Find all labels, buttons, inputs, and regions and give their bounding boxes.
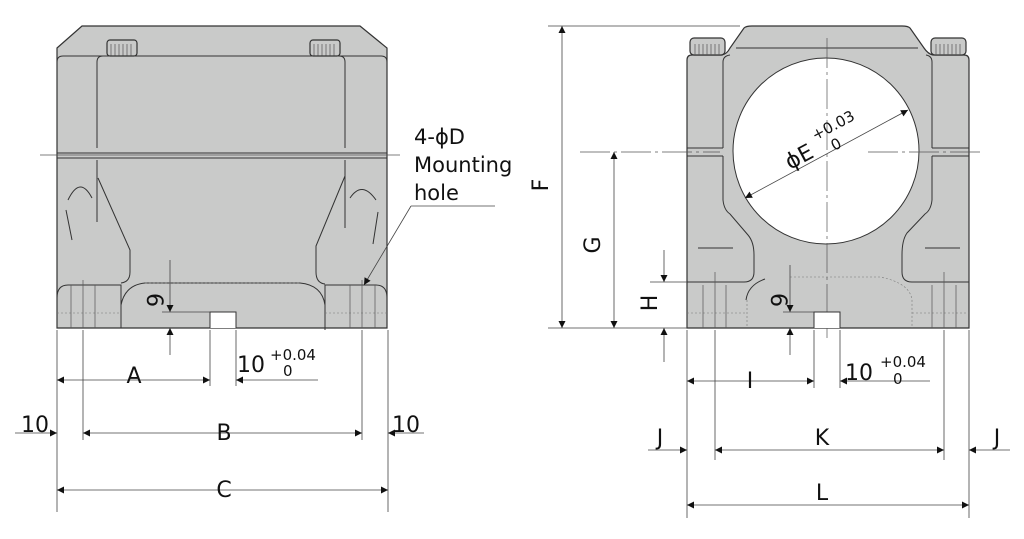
slot-tol-upper: +0.04 — [270, 346, 316, 364]
dim-k-label: K — [815, 426, 830, 451]
side-knurled-nut-right — [930, 37, 967, 56]
dim-b-label: B — [216, 421, 231, 446]
side-slot-tol-upper: +0.04 — [880, 353, 926, 371]
dim-edge-right-label: 10 — [392, 413, 420, 438]
dim-l-label: L — [816, 481, 829, 506]
dim-edge-left-label: 10 — [21, 413, 49, 438]
side-slot-tol-lower: 0 — [893, 370, 903, 388]
front-knurled-nut-left — [106, 39, 138, 57]
dim-f-label: F — [529, 179, 554, 192]
side-slot — [813, 311, 841, 328]
dim-g-label: G — [581, 236, 606, 253]
hole-note-line3: hole — [414, 181, 459, 205]
front-view — [40, 25, 400, 330]
side-view — [580, 25, 980, 338]
front-dimensions: A B C 10 10 6 10 +0.04 0 4-ϕD Mounting h… — [15, 125, 512, 512]
dim-a-label: A — [126, 364, 141, 389]
dim-i-label: I — [747, 369, 754, 394]
bore-circle — [732, 57, 920, 245]
dim-h-label: H — [638, 295, 663, 312]
slot-tol-lower: 0 — [283, 362, 293, 380]
dim-j-right-label: J — [992, 426, 1001, 451]
side-knurled-nut-left — [689, 37, 726, 56]
slot-width-label: 10 — [237, 353, 265, 378]
dim-c-label: C — [216, 478, 231, 503]
side-slot-width-label: 10 — [845, 361, 873, 386]
dim-slot-depth-label: 6 — [141, 293, 166, 307]
side-slot-depth-label: 6 — [765, 293, 790, 307]
hole-note-line2: Mounting — [414, 153, 512, 177]
dim-j-left-label: J — [655, 426, 664, 451]
front-slot — [209, 311, 237, 328]
front-body — [56, 25, 388, 329]
front-knurled-nut-right — [309, 39, 341, 57]
hole-note-line1: 4-ϕD — [414, 125, 465, 149]
